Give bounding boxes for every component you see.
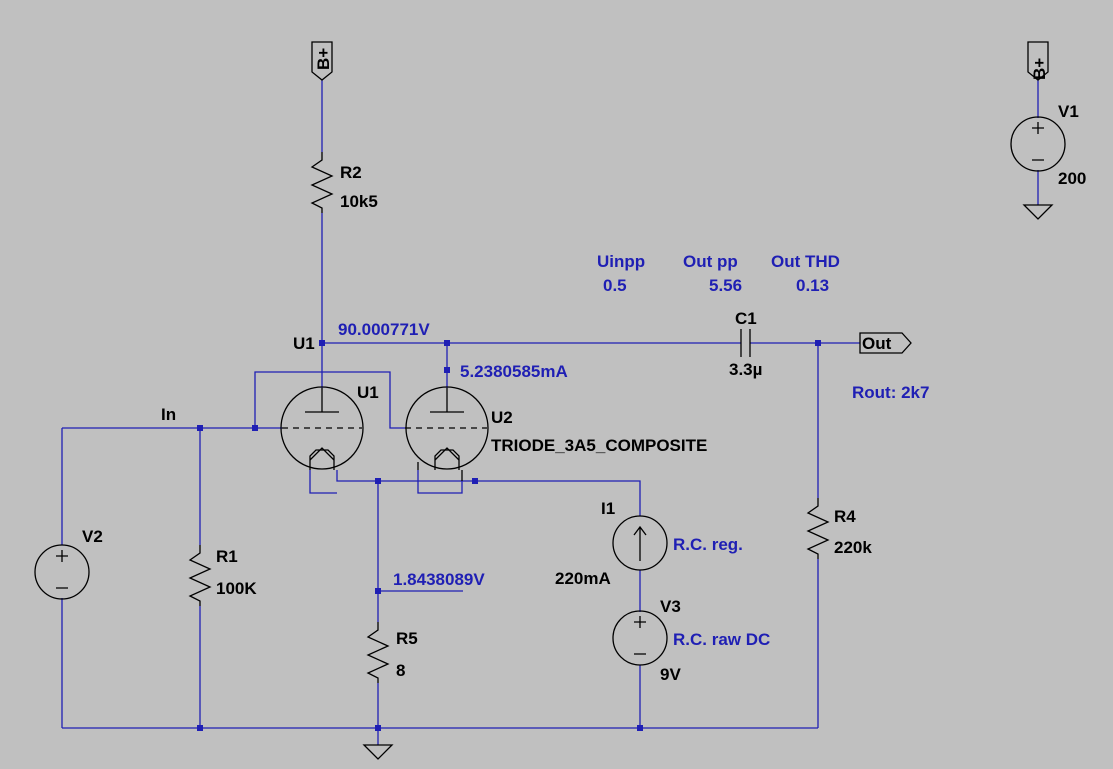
- u1-ref: U1: [357, 383, 379, 402]
- r5-value: 8: [396, 661, 405, 680]
- junction-dot: [375, 588, 381, 594]
- out-port[interactable]: Out: [859, 332, 912, 354]
- measurement-uinpp: Uinpp 0.5: [597, 252, 645, 295]
- v3-value: 9V: [660, 665, 681, 684]
- v1-value: 200: [1058, 169, 1086, 188]
- r2-ref: R2: [340, 163, 362, 182]
- wire-heater-i1[interactable]: [475, 480, 641, 516]
- u1-net-label: U1: [293, 334, 315, 353]
- c1-capacitor[interactable]: C1 3.3µ: [729, 309, 762, 379]
- junction-dot: [197, 425, 203, 431]
- probe-plate-current: 5.2380585mA: [460, 362, 568, 381]
- in-net-label: In: [161, 405, 176, 424]
- wire-u2-heater-left[interactable]: [417, 470, 463, 494]
- v2-ref: V2: [82, 527, 103, 546]
- v1-ref: V1: [1058, 102, 1079, 121]
- u2-ref: U2: [491, 408, 513, 427]
- measurement-label: Out pp: [683, 252, 738, 271]
- r5-ref: R5: [396, 629, 418, 648]
- measurement-value: 5.56: [709, 276, 742, 295]
- probe-plate-voltage: 90.000771V: [338, 320, 430, 339]
- junction-dot: [319, 340, 325, 346]
- u1-triode[interactable]: [280, 386, 364, 470]
- wire-u1-heater-left[interactable]: [309, 470, 337, 494]
- measurement-label: Uinpp: [597, 252, 645, 271]
- wire-grid-loop[interactable]: [254, 371, 405, 429]
- v3-comment: R.C. raw DC: [673, 630, 770, 649]
- r2-value: 10k5: [340, 192, 378, 211]
- junctions: [197, 340, 821, 731]
- u2-model: TRIODE_3A5_COMPOSITE: [491, 436, 707, 455]
- r5-resistor[interactable]: R5 8: [366, 622, 418, 683]
- measurement-out-pp: Out pp 5.56: [683, 252, 742, 295]
- measurement-value: 0.5: [603, 276, 627, 295]
- i1-current-source[interactable]: I1 220mA R.C. reg.: [555, 499, 743, 588]
- r4-ref: R4: [834, 507, 856, 526]
- junction-dot: [637, 725, 643, 731]
- r4-resistor[interactable]: R4 220k: [806, 498, 872, 559]
- junction-dot: [375, 478, 381, 484]
- junction-dot: [375, 725, 381, 731]
- out-port-label: Out: [862, 334, 892, 353]
- bplus-flag-top[interactable]: B+: [311, 41, 333, 81]
- c1-value: 3.3µ: [729, 360, 762, 379]
- measurement-label: Out THD: [771, 252, 840, 271]
- i1-ref: I1: [601, 499, 615, 518]
- r1-value: 100K: [216, 579, 257, 598]
- i1-value: 220mA: [555, 569, 611, 588]
- r1-ref: R1: [216, 547, 238, 566]
- v3-voltage-source[interactable]: V3 R.C. raw DC 9V: [612, 597, 770, 684]
- junction-dot: [472, 478, 478, 484]
- junction-dot: [252, 425, 258, 431]
- v2-voltage-source[interactable]: V2: [34, 527, 103, 600]
- r4-value: 220k: [834, 538, 872, 557]
- probe-cathode-voltage: 1.8438089V: [393, 570, 485, 589]
- c1-ref: C1: [735, 309, 757, 328]
- wire-heater-bus[interactable]: [336, 470, 475, 482]
- rout-comment: Rout: 2k7: [852, 383, 929, 402]
- u2-triode[interactable]: [405, 386, 489, 481]
- junction-dot: [444, 340, 450, 346]
- r1-resistor[interactable]: R1 100K: [188, 545, 257, 606]
- measurement-out-thd: Out THD 0.13: [771, 252, 840, 295]
- r2-resistor[interactable]: R2 10k5: [310, 152, 378, 213]
- bplus-flag-right[interactable]: B+: [1027, 41, 1049, 81]
- v3-ref: V3: [660, 597, 681, 616]
- ground-symbol-v1: [1022, 204, 1054, 220]
- i1-comment: R.C. reg.: [673, 535, 743, 554]
- wires: [61, 80, 1039, 745]
- junction-dot: [815, 340, 821, 346]
- bplus-flag-label: B+: [314, 48, 333, 70]
- bplus-flag-label: B+: [1030, 58, 1049, 80]
- v1-voltage-source[interactable]: V1 200: [1010, 102, 1086, 188]
- junction-dot: [197, 725, 203, 731]
- ground-symbol-main: [362, 744, 394, 760]
- junction-dot: [444, 367, 450, 373]
- measurement-value: 0.13: [796, 276, 829, 295]
